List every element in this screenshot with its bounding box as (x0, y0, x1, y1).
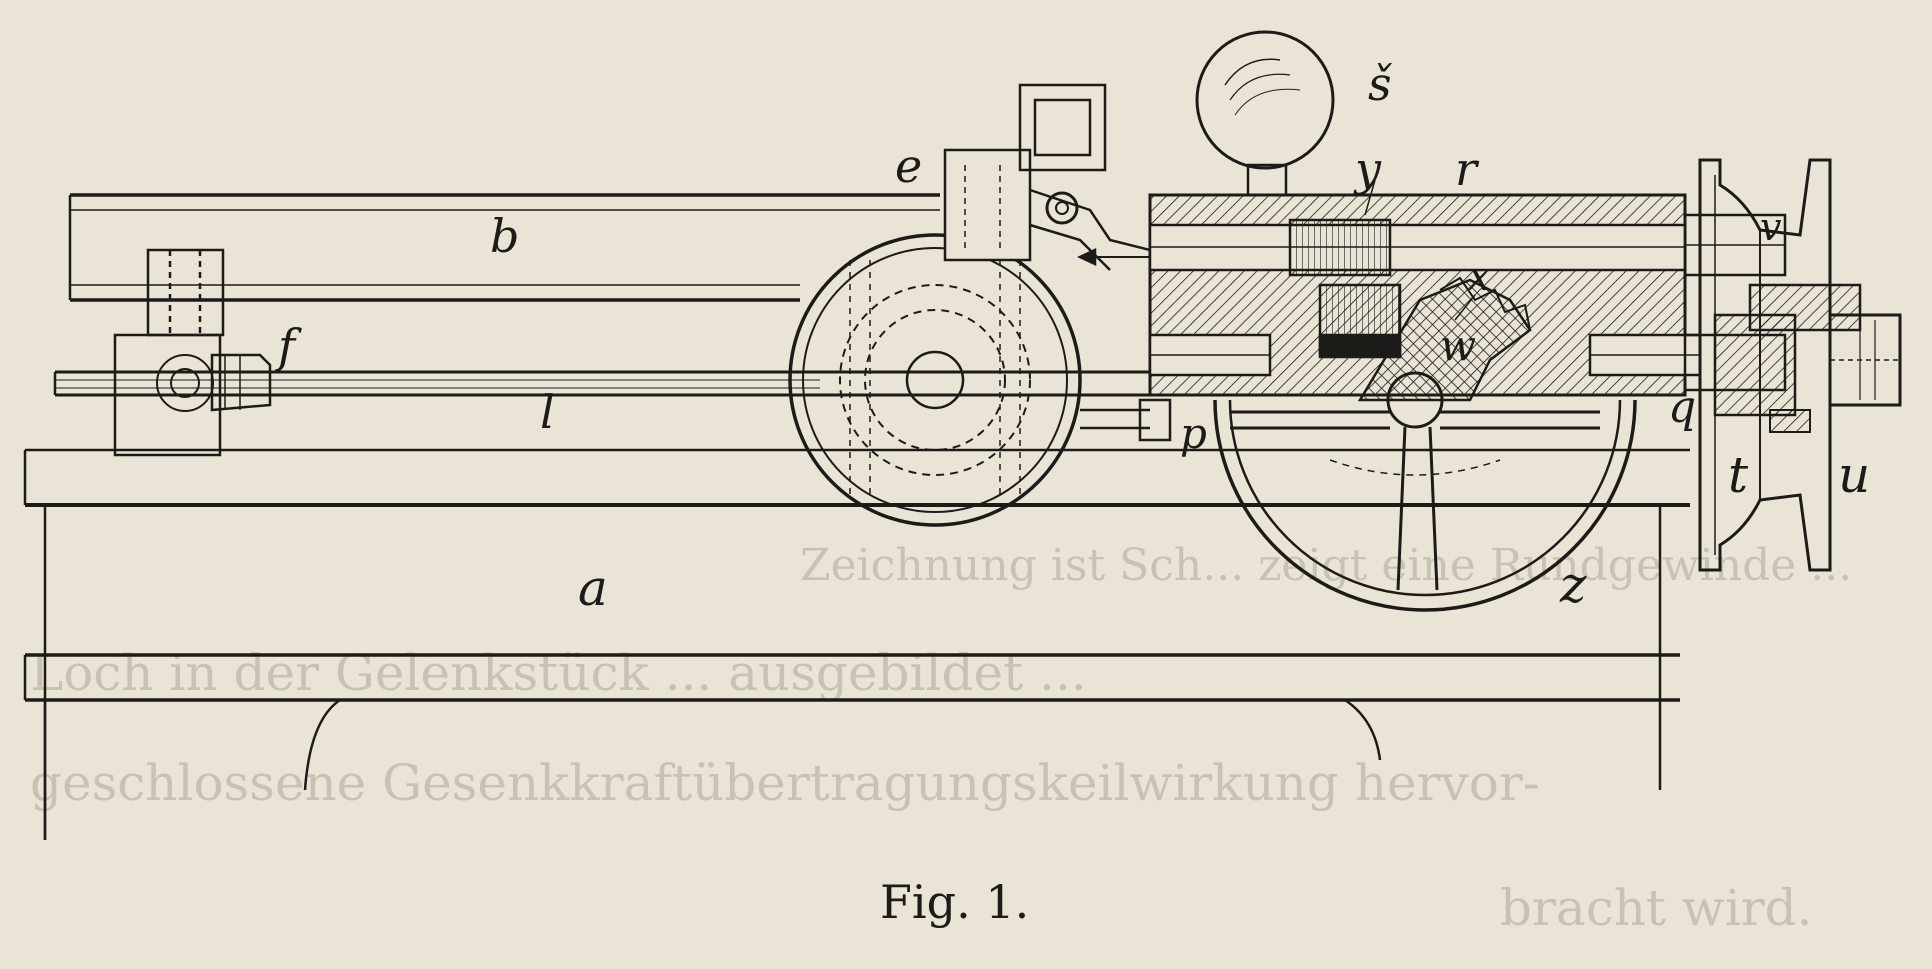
bleed-line-1: Zeichnung ist Sch... zeigt eine Rundgewi… (800, 540, 1852, 591)
sphere-handle-s (1195, 30, 1335, 197)
label-a: a (578, 559, 608, 617)
label-b: b (490, 209, 519, 263)
bleed-line-3: geschlossene Gesenkkraftübertragungskeil… (30, 754, 1540, 812)
handwheel-z (1213, 371, 1637, 612)
shaft-l (53, 370, 1160, 397)
bracket-f (113, 248, 272, 457)
label-l: l (540, 385, 555, 439)
large-disc (788, 233, 1082, 527)
rod-p (1080, 398, 1172, 442)
label-f: f (275, 319, 302, 373)
label-t: t (1728, 446, 1749, 504)
label-v: v (1760, 205, 1782, 249)
pulley-tu (1698, 158, 1902, 572)
label-w: w (1440, 321, 1476, 370)
label-u: u (1838, 446, 1870, 504)
label-y: y (1353, 142, 1382, 196)
spindle-v (1683, 213, 1862, 433)
label-q: q (1668, 382, 1696, 433)
label-r: r (1455, 142, 1480, 196)
figure-caption: Fig. 1. (880, 875, 1029, 929)
bleed-line-2: Loch in der Gelenkstück ... ausgebildet … (30, 644, 1087, 702)
housing-r (1077, 193, 1702, 397)
label-e: e (895, 139, 922, 193)
leader-lines (1364, 179, 1476, 321)
label-z: z (1559, 556, 1587, 614)
label-p: p (1180, 409, 1207, 458)
drawing-lines (23, 30, 1902, 840)
bleed-line-4: bracht wird. (1500, 879, 1813, 937)
gear-segment-w (1357, 276, 1532, 402)
label-s: š (1368, 57, 1393, 111)
slider-e (943, 83, 1151, 271)
part-labels: a b e f l p q r š t u v w x y z (275, 57, 1870, 617)
machine-bed (23, 448, 1690, 840)
guide-bar-b (68, 193, 940, 302)
label-x: x (1468, 254, 1491, 300)
